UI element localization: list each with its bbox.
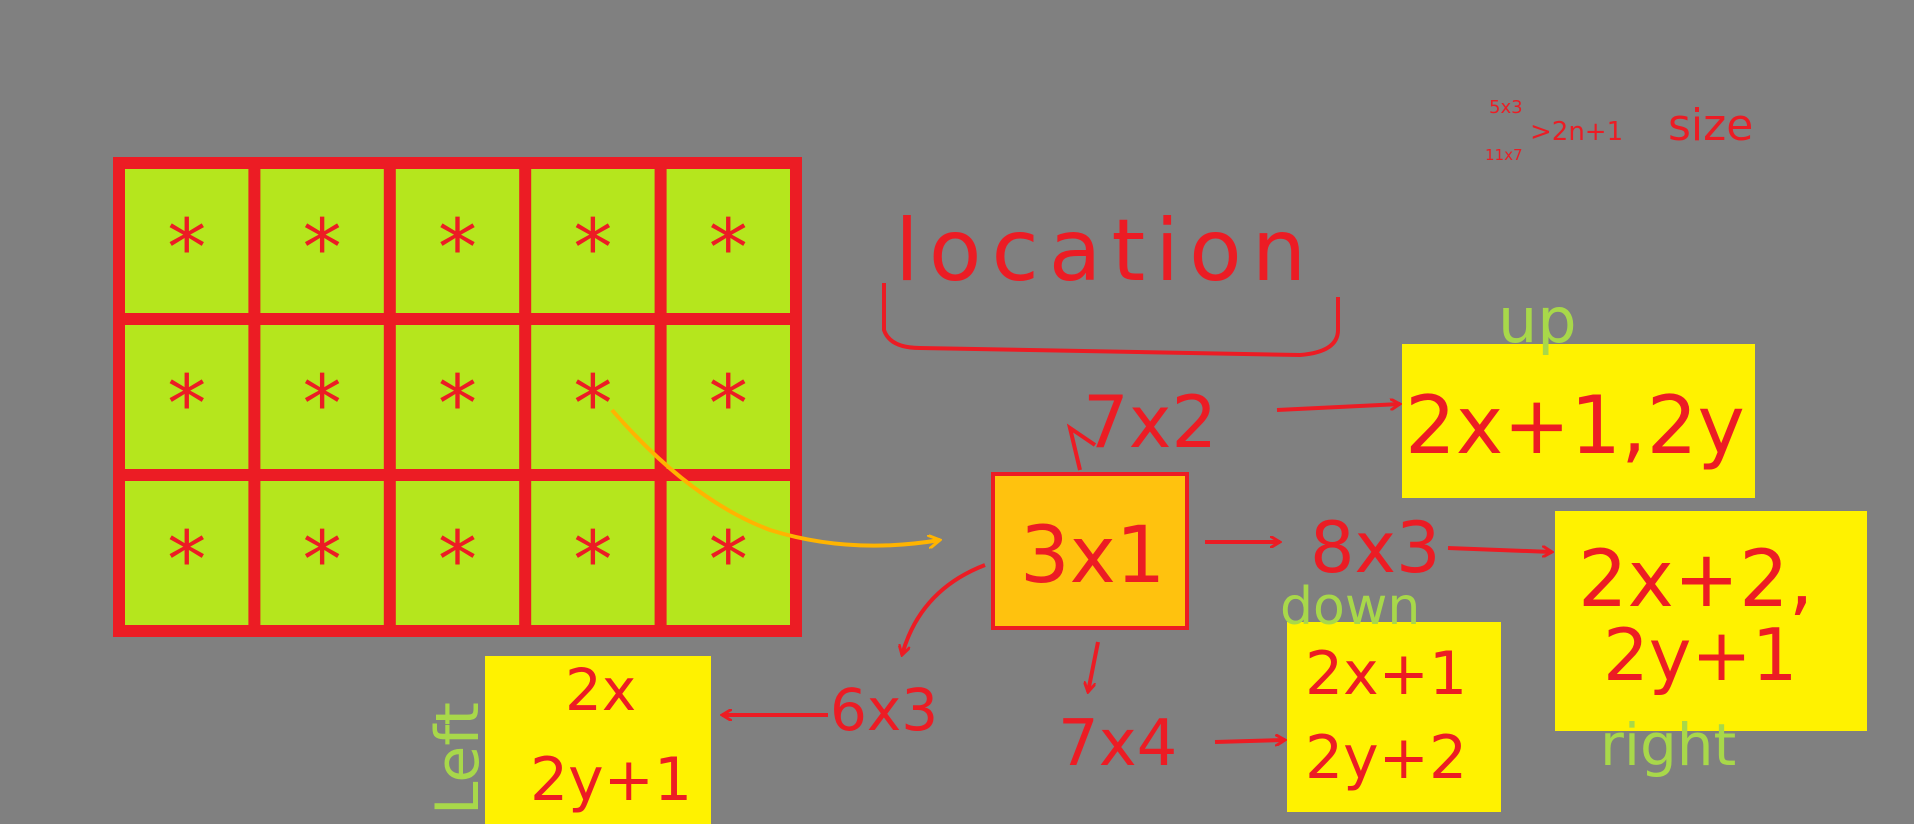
location-brace	[882, 283, 1340, 358]
left-result-line1: 2x	[565, 656, 636, 724]
center-box	[991, 472, 1189, 630]
down-result-line1: 2x+1	[1305, 639, 1467, 709]
up-to-result-arrow	[1276, 404, 1400, 412]
left-direction-label: Left	[423, 702, 493, 815]
cell-star: *	[438, 360, 477, 450]
right-to-result-arrow	[1447, 548, 1552, 552]
cell-star: *	[167, 516, 206, 606]
grid-cell	[260, 481, 384, 625]
cell-star: *	[303, 516, 342, 606]
cell-star: *	[573, 516, 612, 606]
down-result-line2: 2y+2	[1305, 723, 1467, 793]
right-result-line1: 2x+2,	[1578, 535, 1814, 625]
size-note: 5x3 11x7 >2n+1 size	[1485, 97, 1753, 164]
down-direction-label: down	[1280, 577, 1420, 637]
left-arrow	[902, 563, 986, 655]
down-coord: 7x4	[1058, 707, 1177, 781]
grid-cell	[395, 169, 520, 313]
cell-star: *	[709, 204, 748, 294]
cell-star: *	[709, 360, 748, 450]
grid-cell	[666, 325, 790, 469]
grid-cell	[260, 169, 384, 313]
size-note-line1: 5x3	[1489, 97, 1523, 118]
right-result-box	[1555, 511, 1867, 731]
up-result-formula: 2x+1,2y	[1405, 379, 1745, 472]
down-result-box	[1287, 622, 1501, 812]
grid-cell	[125, 325, 249, 469]
up-direction-label: up	[1498, 284, 1577, 357]
up-arrow	[1066, 423, 1097, 471]
right-result-line2: 2y+1	[1603, 613, 1798, 697]
grid-cell	[531, 169, 655, 313]
grid-cell	[125, 481, 249, 625]
grid-cell	[395, 481, 520, 625]
cell-star: *	[167, 360, 206, 450]
location-label: location	[895, 201, 1316, 301]
location-annotation: location	[882, 201, 1340, 358]
star-grid: * * * * * * * * * * * * * * *	[113, 157, 802, 637]
grid-cell	[260, 325, 384, 469]
grid-cell	[666, 169, 790, 313]
down-arrow	[1088, 641, 1100, 692]
cell-star: *	[438, 516, 477, 606]
grid-cell	[125, 169, 249, 313]
cell-star: *	[438, 204, 477, 294]
left-result-box	[485, 656, 711, 824]
size-note-line2: 11x7	[1485, 146, 1523, 164]
center-label: 3x1	[1020, 511, 1165, 601]
grid-cell	[395, 325, 520, 469]
grid-cell	[531, 325, 655, 469]
cell-star: *	[303, 204, 342, 294]
down-to-result-arrow	[1214, 740, 1285, 742]
left-coord: 6x3	[830, 676, 938, 744]
cell-star: *	[709, 516, 748, 606]
up-coord: 7x2	[1083, 380, 1217, 464]
left-result-line2: 2y+1	[530, 745, 692, 815]
grid-cell	[531, 481, 655, 625]
selection-arrow	[610, 408, 940, 546]
right-coord: 8x3	[1310, 507, 1441, 589]
grid-cell	[666, 481, 790, 625]
cell-star: *	[573, 204, 612, 294]
cell-star: *	[573, 360, 612, 450]
up-result-box	[1402, 344, 1755, 498]
size-note-word: size	[1668, 100, 1753, 151]
cell-star: *	[167, 204, 206, 294]
size-note-formula: >2n+1	[1530, 117, 1623, 147]
right-direction-label: right	[1600, 711, 1736, 779]
cell-star: *	[303, 360, 342, 450]
